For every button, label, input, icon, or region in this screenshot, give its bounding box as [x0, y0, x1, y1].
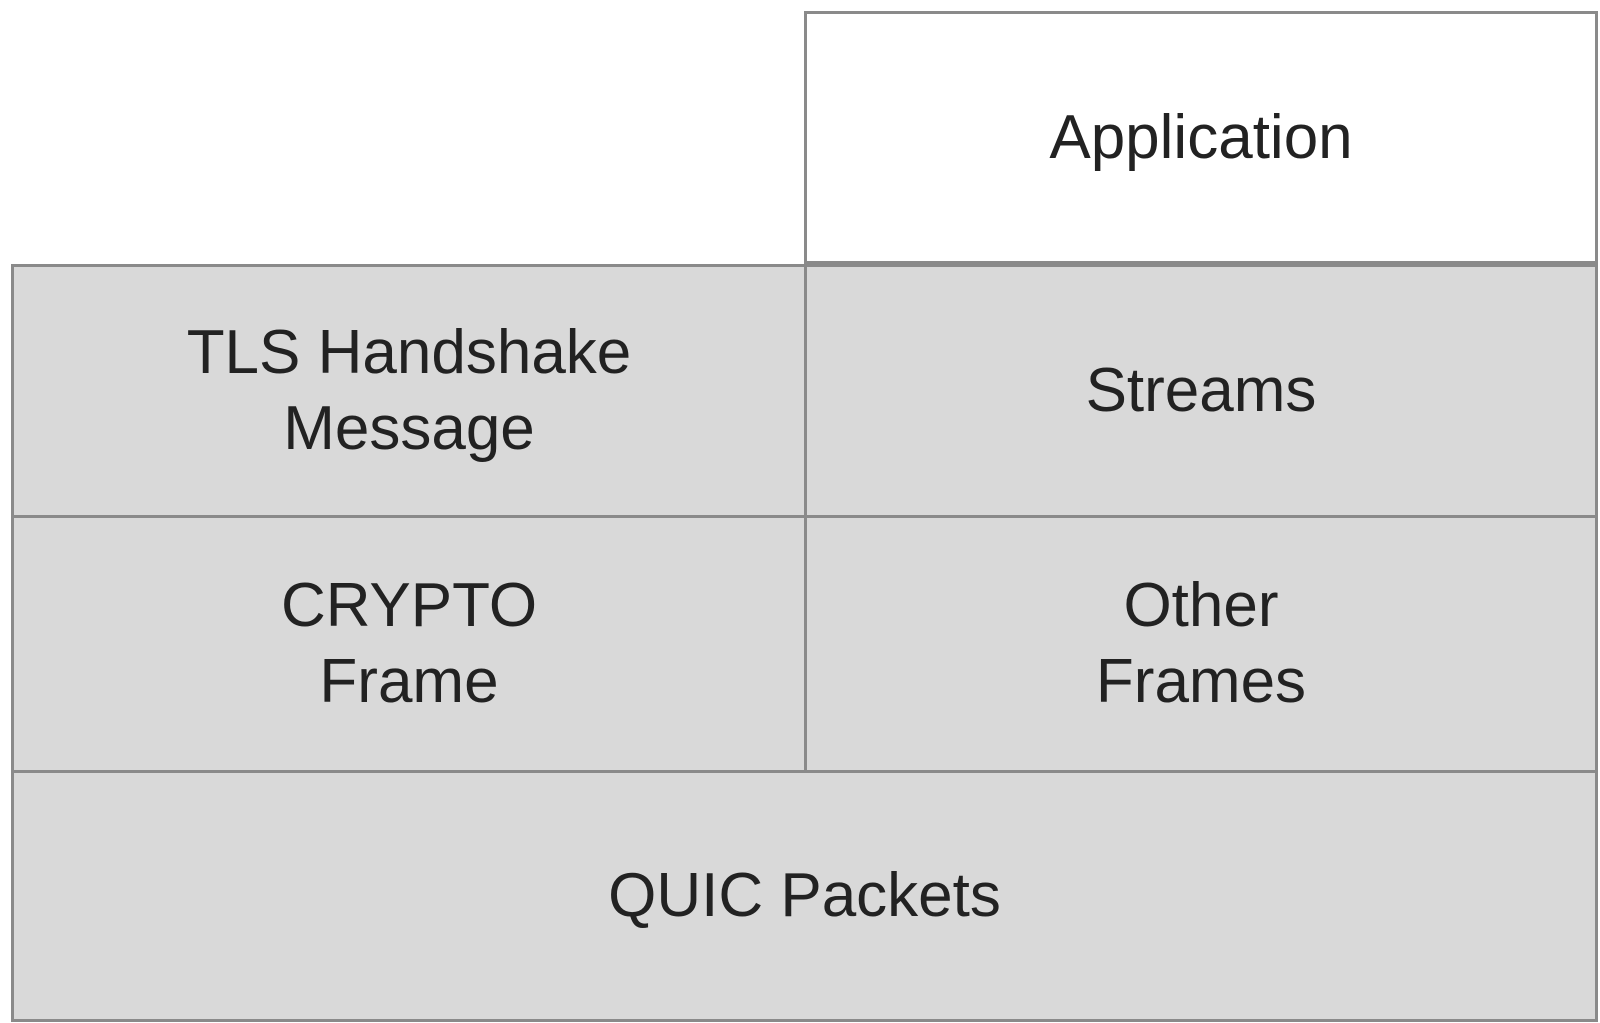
- tls-handshake-label: TLS Handshake Message: [187, 315, 632, 467]
- quic-packets-box: QUIC Packets: [11, 770, 1598, 1022]
- tls-handshake-box: TLS Handshake Message: [11, 264, 807, 518]
- streams-box: Streams: [804, 264, 1598, 518]
- other-frames-line-2: Frames: [1095, 647, 1307, 716]
- other-frames-box: Other Frames: [804, 515, 1598, 773]
- application-label: Application: [1049, 102, 1353, 172]
- tls-handshake-line-2: Message: [283, 394, 535, 463]
- crypto-frame-box: CRYPTO Frame: [11, 515, 807, 773]
- other-frames-label: Other Frames: [1096, 568, 1306, 720]
- tls-handshake-line-1: TLS Handshake: [186, 318, 632, 387]
- crypto-frame-line-2: Frame: [319, 647, 499, 716]
- crypto-frame-label: CRYPTO Frame: [281, 568, 537, 720]
- other-frames-line-1: Other: [1123, 571, 1279, 640]
- streams-label: Streams: [1085, 356, 1317, 425]
- crypto-frame-line-1: CRYPTO: [280, 571, 538, 640]
- quic-packets-label: QUIC Packets: [608, 861, 1001, 930]
- application-box: Application: [804, 11, 1598, 264]
